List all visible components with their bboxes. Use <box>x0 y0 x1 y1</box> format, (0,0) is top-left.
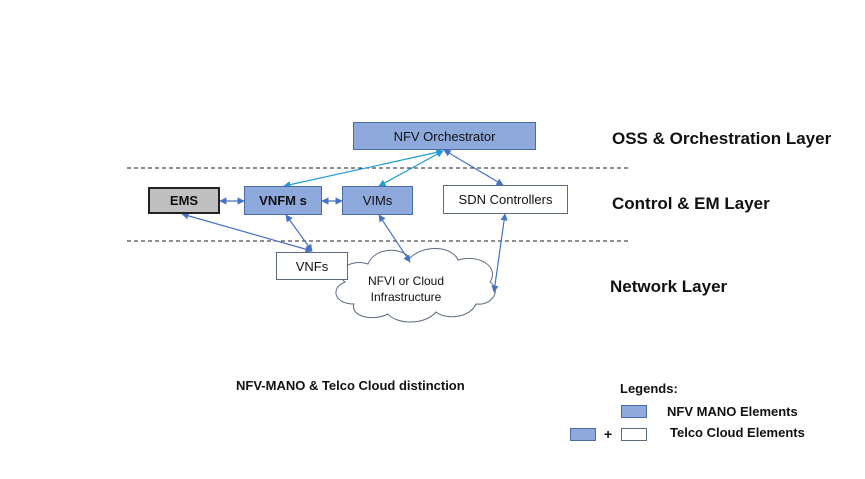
layer-label-control: Control & EM Layer <box>612 194 770 213</box>
diagram-caption: NFV-MANO & Telco Cloud distinction <box>236 378 465 393</box>
arrow-ems-vnfs <box>181 212 313 253</box>
legend-telco-swatch <box>621 428 647 441</box>
vnfm-label: VNFM s <box>259 193 307 208</box>
vims-box: VIMs <box>342 186 413 215</box>
nfv-orchestrator-label: NFV Orchestrator <box>393 128 496 144</box>
arrow-orchestrator-vnfm <box>283 148 444 189</box>
nfvi-cloud-label: NFVI or Cloud Infrastructure <box>356 273 456 305</box>
arrow-orchestrator-vims <box>378 150 444 187</box>
vnfs-box: VNFs <box>276 252 348 280</box>
sdn-controllers-label: SDN Controllers <box>458 192 553 207</box>
vnfs-label: VNFs <box>295 258 329 274</box>
nfvi-label-line1: NFVI or Cloud <box>367 274 445 288</box>
legend-telco-label: Telco Cloud Elements <box>670 425 805 440</box>
arrow-orchestrator-sdn <box>443 149 504 186</box>
legend-mano-swatch <box>621 405 647 418</box>
arrow-vims-nfvi <box>378 214 411 263</box>
legend-combined-mano-swatch <box>570 428 596 441</box>
arrow-sdn-nfvi <box>491 213 508 293</box>
layer-label-network: Network Layer <box>610 277 728 296</box>
nfvi-label-line2: Infrastructure <box>370 290 442 304</box>
layer-label-oss: OSS & Orchestration Layer <box>612 129 832 148</box>
ems-box: EMS <box>148 187 220 214</box>
sdn-controllers-box: SDN Controllers <box>443 185 568 214</box>
legend-plus-sign: + <box>604 426 613 442</box>
vnfm-box: VNFM s <box>244 186 322 215</box>
nfv-orchestrator-box: NFV Orchestrator <box>353 122 536 150</box>
legend-title: Legends: <box>620 381 678 396</box>
ems-label: EMS <box>169 193 199 208</box>
vims-label: VIMs <box>362 193 393 208</box>
legend-mano-label: NFV MANO Elements <box>667 404 798 419</box>
arrow-vnfm-vnfs <box>285 214 313 252</box>
